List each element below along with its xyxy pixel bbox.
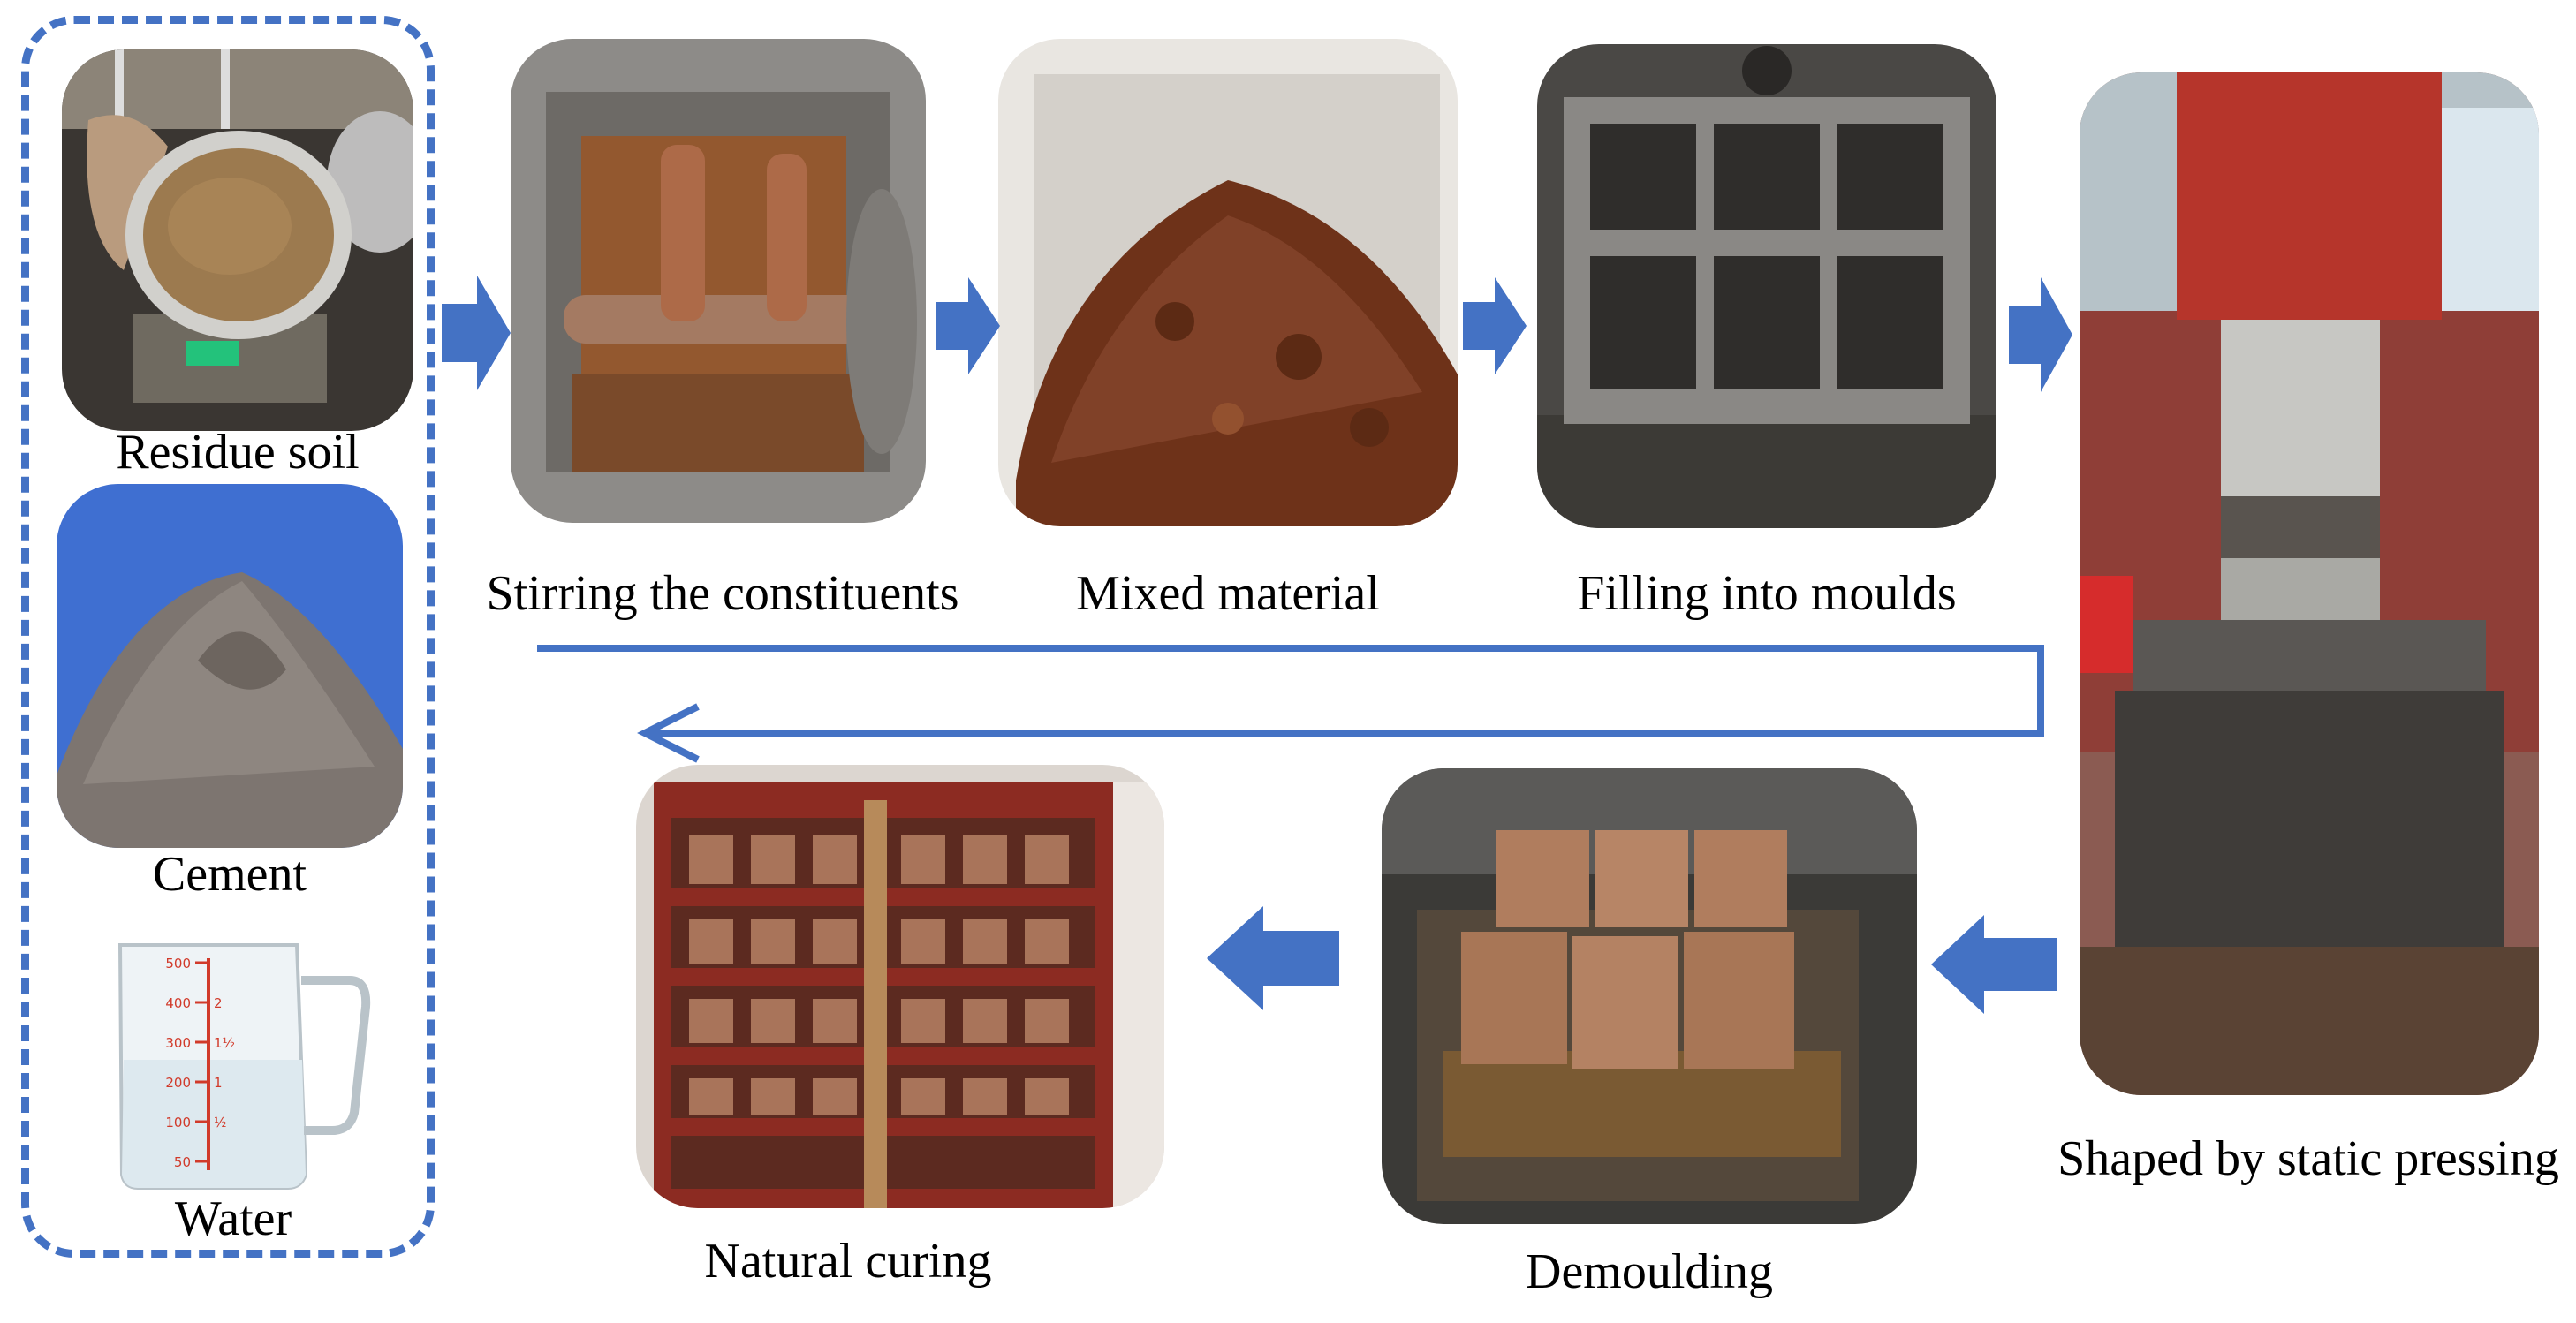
arrow-demoulding-to-curing	[1207, 906, 1339, 1010]
cement-label: Cement	[152, 847, 307, 902]
filling-moulds-label: Filling into moulds	[1577, 566, 1957, 621]
beaker-mark-2: 2	[214, 995, 223, 1011]
beaker-mark-50: 50	[174, 1154, 191, 1170]
water-label: Water	[174, 1191, 292, 1246]
beaker-mark-100: 100	[165, 1115, 191, 1130]
beaker-mark-300: 300	[165, 1035, 191, 1051]
demoulding-label: Demoulding	[1526, 1244, 1773, 1299]
beaker-mark-200: 200	[165, 1075, 191, 1091]
cement-photo	[57, 484, 403, 848]
beaker-mark-1-half: 1½	[214, 1035, 235, 1051]
arrow-pressing-to-demoulding	[1931, 915, 2057, 1014]
stirring-photo	[511, 39, 926, 523]
mixed-material-photo	[998, 39, 1458, 526]
arrow-mixed-to-filling	[1463, 277, 1527, 374]
residue-soil-photo	[62, 49, 413, 431]
beaker-mark-500: 500	[165, 956, 191, 971]
arrow-materials-to-stirring	[442, 276, 511, 390]
natural-curing-photo	[636, 765, 1164, 1208]
beaker-mark-400: 400	[165, 995, 191, 1011]
beaker-mark-1: 1	[214, 1075, 223, 1091]
water-photo: 500 400 300 200 100 50 2 1½ 1 ½	[85, 927, 382, 1192]
beaker-mark-half: ½	[214, 1115, 227, 1130]
residue-soil-label: Residue soil	[116, 425, 360, 480]
raw-materials-frame	[21, 16, 435, 1258]
stirring-label: Stirring the constituents	[486, 566, 959, 621]
static-pressing-photo	[2080, 72, 2539, 1095]
arrow-filling-to-pressing	[2009, 277, 2072, 392]
filling-moulds-photo	[1537, 44, 1996, 528]
static-pressing-label: Shaped by static pressing	[2057, 1131, 2559, 1186]
demoulding-photo	[1382, 768, 1917, 1224]
natural-curing-label: Natural curing	[704, 1234, 992, 1289]
mixed-material-label: Mixed material	[1076, 566, 1380, 621]
arrow-stirring-to-mixed	[936, 277, 1000, 374]
